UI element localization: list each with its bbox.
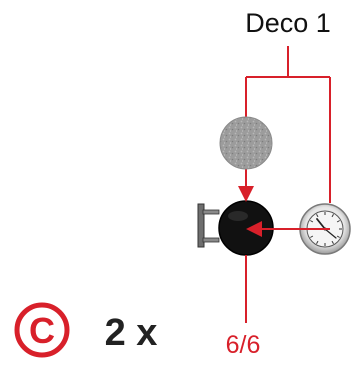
arrow-down (238, 186, 254, 202)
arrow-left (246, 221, 330, 237)
step-badge: C (14, 302, 70, 358)
wall-bracket-icon (197, 203, 220, 248)
step-letter: C (29, 310, 55, 351)
part-label: Deco 1 (245, 8, 331, 38)
count-label: 6/6 (226, 331, 261, 359)
textured-grey-disc-icon (219, 116, 273, 170)
quantity-label: 2 x (105, 312, 158, 354)
